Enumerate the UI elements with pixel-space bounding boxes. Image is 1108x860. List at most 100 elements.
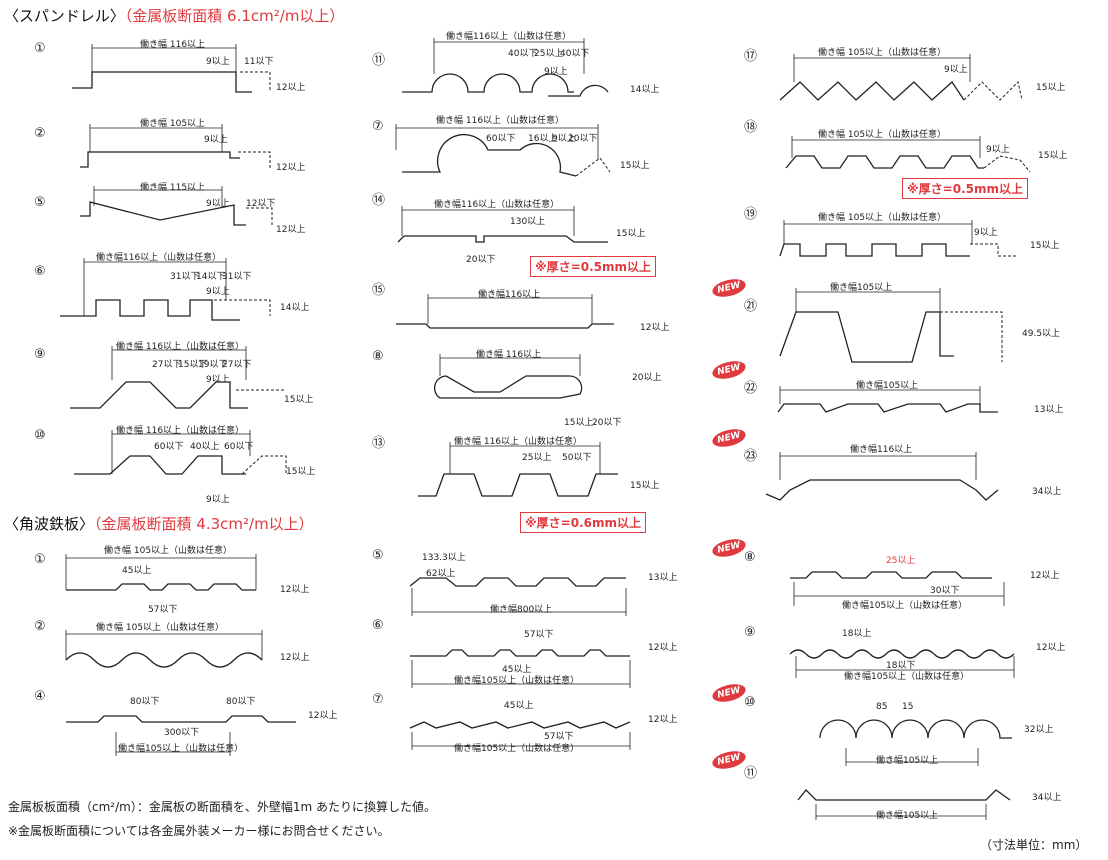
spandrel-item-22-number: ㉒	[744, 381, 758, 396]
kakuha-item-5-number: ⑤	[372, 548, 384, 563]
dim-label: 働き幅105以上（山数は任意）	[454, 744, 580, 754]
dim-label: 60以下	[486, 134, 516, 144]
dim-label: 働き幅 105以上（山数は任意）	[96, 623, 225, 633]
dim-label: 働き幅105以上（山数は任意）	[454, 676, 580, 686]
spandrel-item-21-number: ㉑	[744, 299, 758, 314]
dim-label: 32以上	[1024, 725, 1054, 735]
dim-label: 16以上	[528, 134, 558, 144]
spandrel-item-19-number: ⑲	[744, 207, 758, 222]
dim-label: 13以上	[648, 573, 678, 583]
dim-label: 15以上	[1038, 151, 1068, 161]
dim-label: 30以下	[930, 586, 960, 596]
dim-label: 15以上	[620, 161, 650, 171]
spandrel-item-17-number: ⑰	[744, 49, 758, 64]
thickness-warning: ※厚さ=0.5mm以上	[902, 178, 1028, 199]
spandrel-item-1-number: ①	[34, 41, 46, 56]
dim-label: 85	[876, 702, 888, 712]
dim-label: 49.5以上	[1022, 329, 1061, 339]
dim-label: 20以下	[466, 255, 496, 265]
spandrel-item-7-number: ⑦	[372, 119, 384, 134]
dim-label: 45以上	[504, 701, 534, 711]
spandrel-item-23-number: ㉓	[744, 449, 758, 464]
kakuha-item-10-number: ⑩	[744, 695, 756, 710]
dim-label: 40以上	[190, 442, 220, 452]
dim-label: 働き幅105以上（山数は任意）	[842, 601, 968, 611]
dim-label: 9以上	[206, 57, 230, 67]
dim-label: 40以下	[560, 49, 590, 59]
footer-definition: 金属板板面積（cm²/m）：金属板の断面積を、外壁幅1m あたりに換算した値。	[8, 800, 436, 814]
kakuha-item-6-number: ⑥	[372, 618, 384, 633]
dim-label: 9以上	[204, 135, 228, 145]
dim-label: 15以上	[284, 395, 314, 405]
dim-label: 働き幅 105以上	[140, 119, 206, 129]
spandrel-item-6-number: ⑥	[34, 264, 46, 279]
dim-label: 14以上	[630, 85, 660, 95]
dim-label: 57以下	[524, 630, 554, 640]
dim-label: 働き幅116以上	[478, 290, 541, 300]
kakuha-item-2-number: ②	[34, 619, 46, 634]
dim-label: 25以上	[534, 49, 564, 59]
dim-label: 9以上	[206, 199, 230, 209]
dim-label: 130以上	[510, 217, 546, 227]
dim-label: 11以下	[244, 57, 274, 67]
dim-label: 14以下	[196, 272, 226, 282]
dim-label: 15以上	[1036, 83, 1066, 93]
dim-label: 働き幅 105以上（山数は任意）	[818, 130, 947, 140]
dim-label: 34以上	[1032, 487, 1062, 497]
dim-label: 15以上	[286, 467, 316, 477]
dim-label: 働き幅105以上	[830, 283, 893, 293]
dim-label: 9以上	[206, 287, 230, 297]
dim-label: 働き幅105以上（山数は任意）	[844, 672, 970, 682]
thickness-warning: ※厚さ=0.5mm以上	[530, 256, 656, 277]
section-note-spandrel: （金属板断面積 6.1cm²/m以上）	[124, 7, 345, 25]
dim-label: 働き幅116以上（山数は任意）	[96, 253, 222, 263]
spandrel-item-2-number: ②	[34, 126, 46, 141]
dim-label: 働き幅800以上	[490, 605, 553, 615]
dim-label: 12以上	[308, 711, 338, 721]
dim-label: 19以下	[198, 360, 228, 370]
dim-label: 14以上	[280, 303, 310, 313]
spandrel-item-10-number: ⑩	[34, 428, 46, 443]
dim-label: 働き幅 116以上（山数は任意）	[116, 426, 245, 436]
unit-note: （寸法単位：mm）	[980, 838, 1088, 852]
dim-label: 働き幅 115以上	[140, 183, 206, 193]
dim-label: 12以上	[648, 715, 678, 725]
dim-label: 12以上	[280, 585, 310, 595]
spandrel-item-11-number: ⑪	[372, 53, 386, 68]
dim-label: 9以上	[552, 134, 576, 144]
dim-label: 12以上	[648, 643, 678, 653]
spandrel-item-8-number: ⑧	[372, 349, 384, 364]
dim-label: 12以上	[276, 163, 306, 173]
dim-label: 50以下	[562, 453, 592, 463]
dim-label: 働き幅105以上	[856, 381, 919, 391]
spandrel-item-9-number: ⑨	[34, 347, 46, 362]
footer-inquiry: ※金属板断面積については各金属外装メーカー様にお問合せください。	[8, 824, 390, 838]
dim-label: 60以下	[224, 442, 254, 452]
dim-label: 働き幅105以上	[876, 756, 939, 766]
spandrel-item-14-number: ⑭	[372, 193, 386, 208]
dim-label: 働き幅116以上（山数は任意）	[434, 200, 560, 210]
dim-label: 9以上	[206, 375, 230, 385]
dim-label: 62以上	[426, 569, 456, 579]
dim-label: 15以下	[178, 360, 208, 370]
spandrel-item-15-number: ⑮	[372, 283, 386, 298]
dim-label: 9以上	[944, 65, 968, 75]
dim-label: 9以上	[974, 228, 998, 238]
dim-label: 80以下	[130, 697, 160, 707]
dim-label: 12以上	[276, 83, 306, 93]
dim-label: 300以下	[164, 728, 200, 738]
section-title-kakuha: 〈角波鉄板〉（金属板断面積 4.3cm²/m以上）	[4, 515, 314, 533]
spandrel-item-18-number: ⑱	[744, 120, 758, 135]
dim-label: 9以上	[206, 495, 230, 505]
section-title-spandrel: 〈スパンドレル〉（金属板断面積 6.1cm²/m以上）	[4, 7, 345, 25]
dim-label: 18以下	[886, 661, 916, 671]
dim-label: 働き幅 116以上（山数は任意）	[436, 116, 565, 126]
dim-label: 働き幅 105以上（山数は任意）	[818, 213, 947, 223]
dim-label: 25以上	[522, 453, 552, 463]
dim-label: 働き幅 105以上（山数は任意）	[818, 48, 947, 58]
dim-label: 40以下	[508, 49, 538, 59]
dim-label: 15以上	[630, 481, 660, 491]
dim-label: 80以下	[226, 697, 256, 707]
dim-label: 働き幅105以上	[876, 811, 939, 821]
